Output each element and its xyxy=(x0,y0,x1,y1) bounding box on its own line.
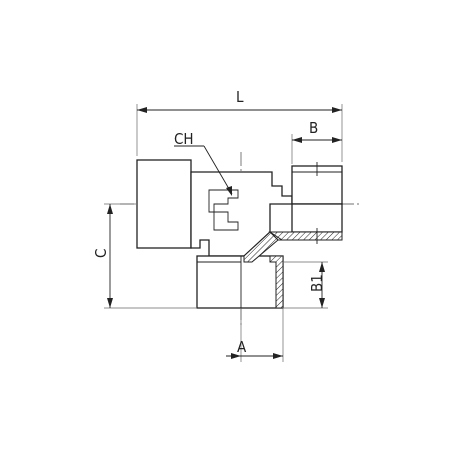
fitting-body xyxy=(136,159,343,309)
central-body xyxy=(190,171,293,257)
elbow-section xyxy=(243,231,279,263)
label-L: L xyxy=(236,88,244,106)
bottom-port-section xyxy=(269,255,284,309)
dimension-B1: B1 xyxy=(284,261,328,309)
label-CH: CH xyxy=(174,130,194,148)
dimension-B: B xyxy=(291,119,342,164)
label-A: A xyxy=(237,338,247,356)
dimension-L: L xyxy=(136,88,343,162)
dimension-CH: CH xyxy=(174,130,233,196)
dimension-C: C xyxy=(92,203,196,309)
left-swivel-nut xyxy=(136,159,192,249)
bottom-female-port xyxy=(196,255,284,309)
label-B1: B1 xyxy=(308,274,326,292)
label-C: C xyxy=(92,249,110,258)
dimension-A: A xyxy=(226,308,284,362)
hex-flat-detail xyxy=(208,189,239,231)
label-B: B xyxy=(309,119,318,137)
right-thread-hatch xyxy=(268,231,343,241)
right-thread-lower xyxy=(291,203,343,233)
